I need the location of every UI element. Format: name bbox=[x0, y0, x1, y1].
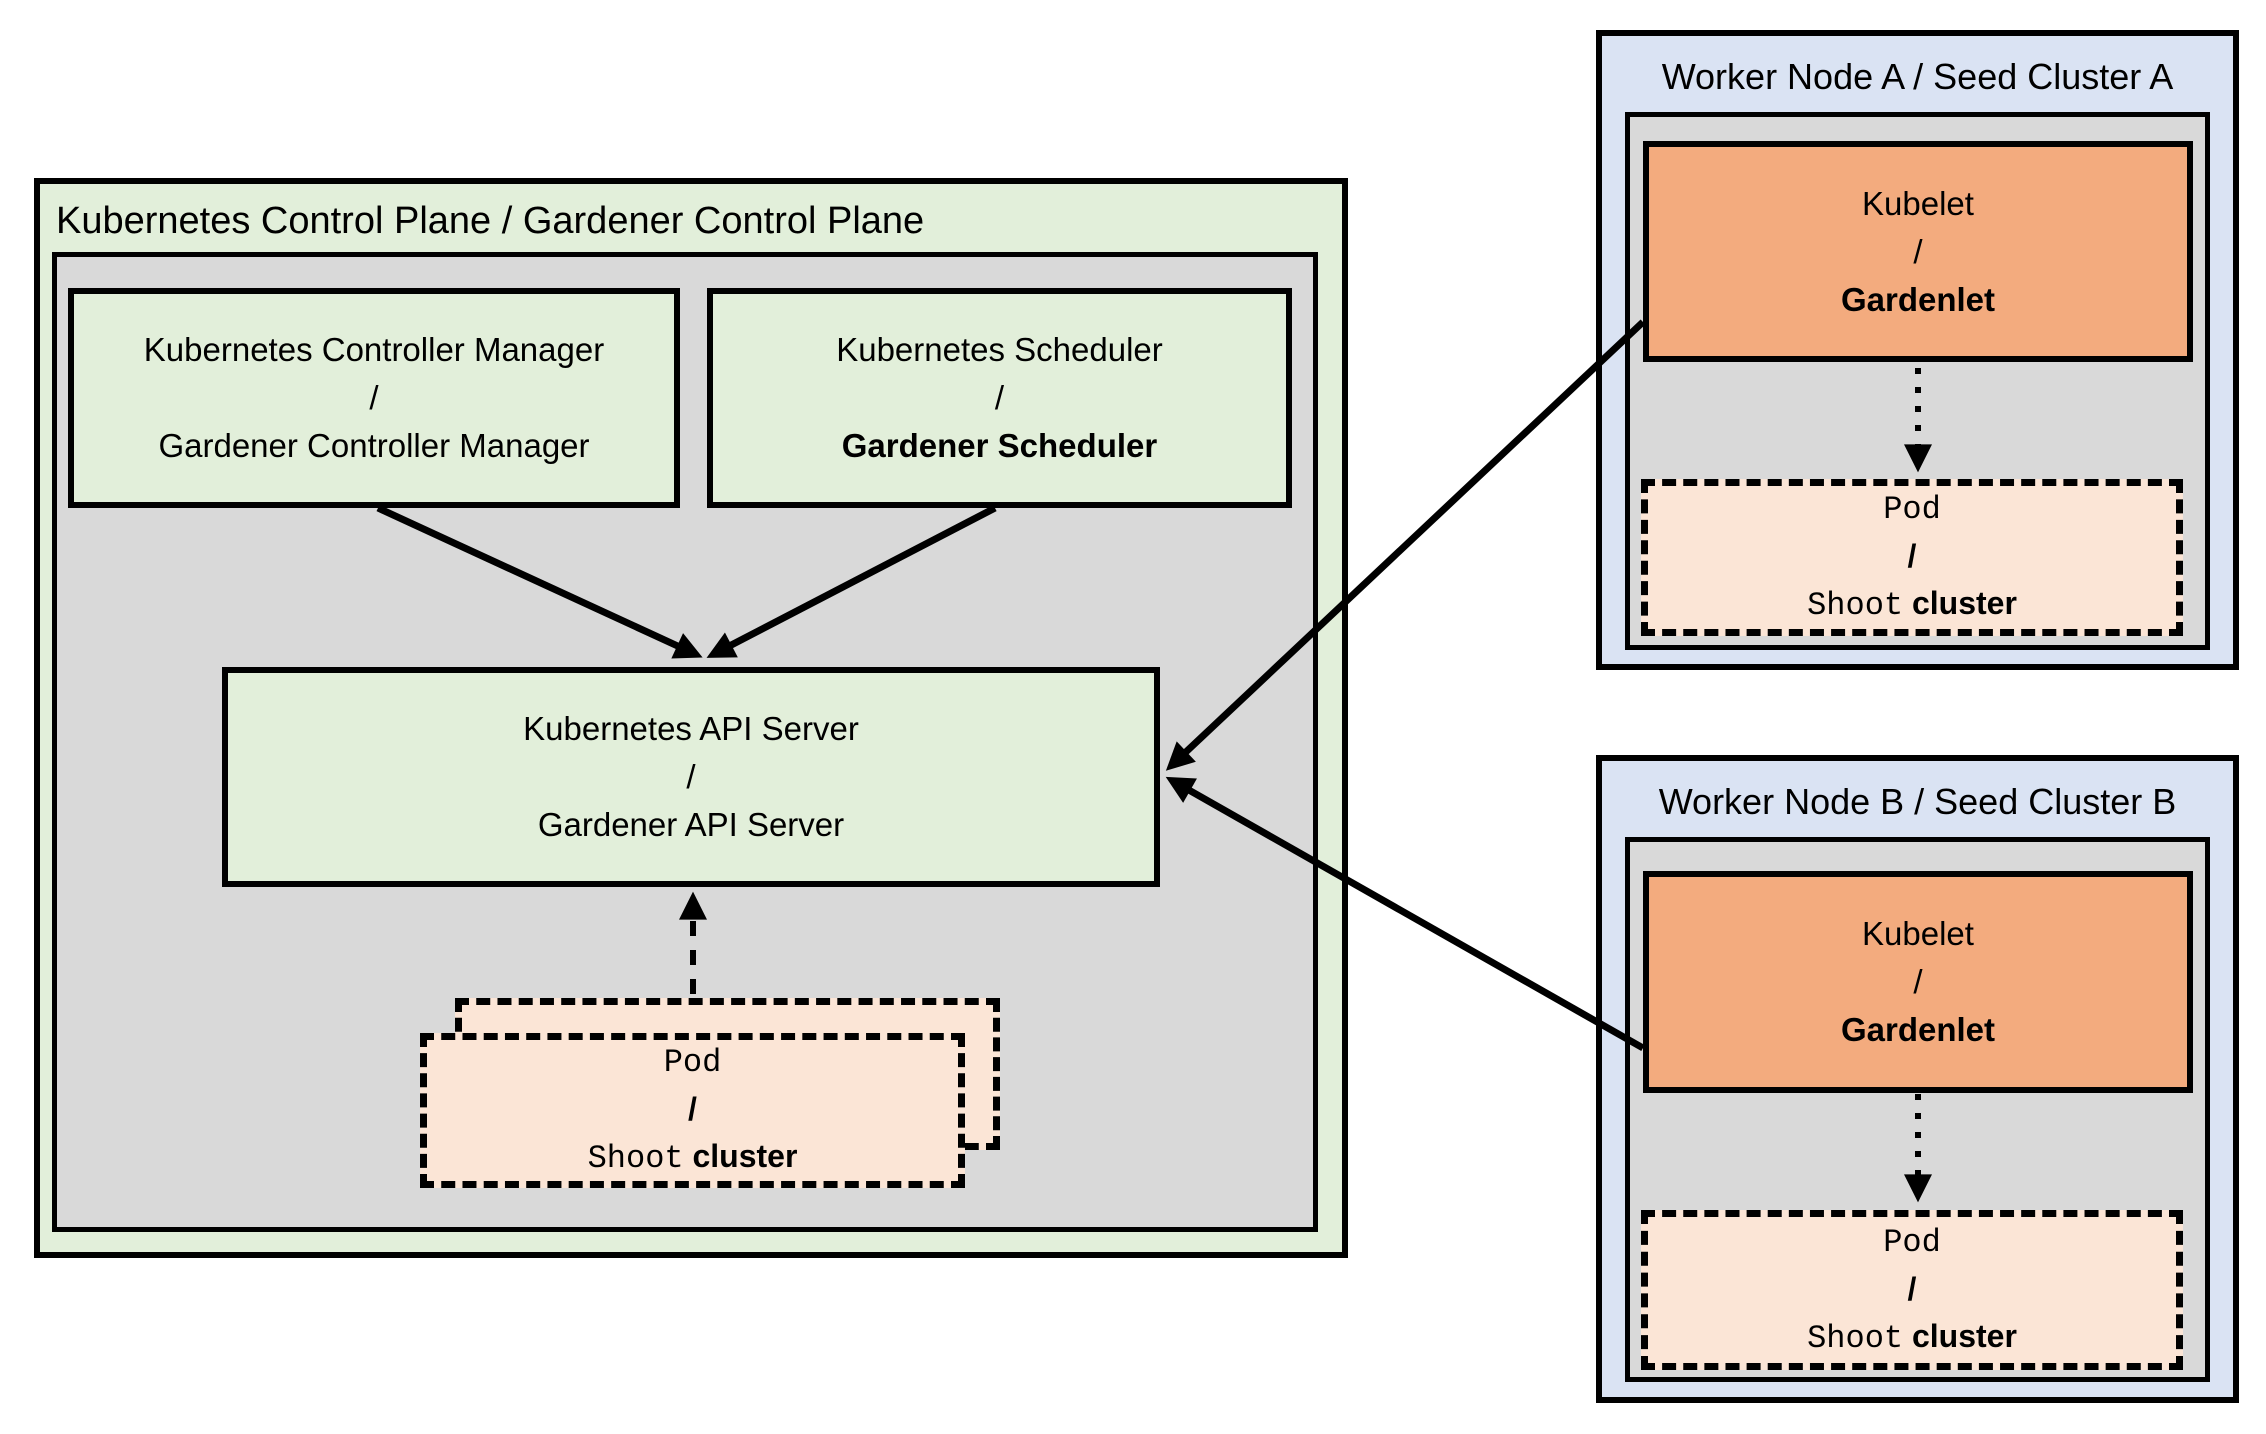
kubelet-b-line1: Kubelet bbox=[1862, 915, 1974, 952]
control-plane-inner-panel: Kubernetes Controller Manager / Gardener… bbox=[52, 252, 1318, 1232]
pod-a-line1: Pod bbox=[1883, 491, 1941, 528]
worker-node-b-title: Worker Node B / Seed Cluster B bbox=[1658, 781, 2177, 822]
kubelet-box-a: Kubelet / Gardenlet bbox=[1643, 141, 2193, 362]
worker-node-a-title: Worker Node A / Seed Cluster A bbox=[1661, 56, 2174, 97]
pod-line2: Shoot cluster bbox=[588, 1133, 798, 1182]
controller-manager-line1: Kubernetes Controller Manager bbox=[143, 331, 605, 368]
control-plane-title: Kubernetes Control Plane / Gardener Cont… bbox=[56, 200, 925, 242]
worker-node-a-inner-panel: Kubelet / Gardenlet Pod / Shoot cluster bbox=[1625, 112, 2210, 650]
api-server-box: Kubernetes API Server / Gardener API Ser… bbox=[222, 667, 1160, 887]
scheduler-line2: Gardener Scheduler bbox=[841, 427, 1158, 464]
pod-b-line2-cluster: cluster bbox=[1911, 1317, 2017, 1354]
pod-b-line1: Pod bbox=[1883, 1223, 1941, 1261]
pod-b-line2-shoot: Shoot bbox=[1807, 1319, 1904, 1357]
kubelet-a-separator: / bbox=[1913, 232, 1923, 270]
kubelet-b-line2: Gardenlet bbox=[1840, 1011, 1996, 1048]
kubelet-a-line1: Kubelet bbox=[1862, 184, 1974, 222]
worker-node-b-box: Worker Node B / Seed Cluster B Kubelet /… bbox=[1596, 755, 2239, 1403]
pod-line1: Pod bbox=[663, 1044, 722, 1081]
pod-a-line2-shoot: Shoot bbox=[1807, 587, 1904, 624]
control-plane-box: Kubernetes Control Plane / Gardener Cont… bbox=[34, 178, 1348, 1258]
pod-separator: / bbox=[688, 1091, 697, 1127]
api-server-line1: Kubernetes API Server bbox=[523, 710, 859, 747]
pod-box-b: Pod / Shoot cluster bbox=[1641, 1210, 2183, 1370]
kubelet-b-separator: / bbox=[1913, 963, 1923, 1000]
pod-box-a: Pod / Shoot cluster bbox=[1641, 479, 2183, 636]
pod-a-separator: / bbox=[1907, 538, 1917, 574]
pod-box-front: Pod / Shoot cluster bbox=[420, 1033, 965, 1188]
api-server-separator: / bbox=[686, 758, 696, 795]
worker-node-a-box: Worker Node A / Seed Cluster A Kubelet /… bbox=[1596, 30, 2239, 670]
controller-manager-line2: Gardener Controller Manager bbox=[158, 427, 590, 464]
kubelet-box-b: Kubelet / Gardenlet bbox=[1643, 871, 2193, 1093]
pod-b-line2: Shoot cluster bbox=[1807, 1313, 2017, 1362]
pod-a-line2: Shoot cluster bbox=[1807, 580, 2017, 629]
pod-b-separator: / bbox=[1907, 1270, 1917, 1307]
pod-line2-cluster: cluster bbox=[692, 1138, 798, 1174]
scheduler-separator: / bbox=[994, 379, 1005, 416]
controller-manager-separator: / bbox=[369, 379, 379, 416]
worker-node-b-inner-panel: Kubelet / Gardenlet Pod / Shoot cluster bbox=[1625, 837, 2210, 1382]
controller-manager-box: Kubernetes Controller Manager / Gardener… bbox=[68, 288, 680, 508]
api-server-line2: Gardener API Server bbox=[537, 806, 845, 843]
pod-line2-shoot: Shoot bbox=[587, 1140, 684, 1177]
scheduler-line1: Kubernetes Scheduler bbox=[836, 331, 1163, 368]
scheduler-box: Kubernetes Scheduler / Gardener Schedule… bbox=[707, 288, 1292, 508]
kubelet-a-line2: Gardenlet bbox=[1840, 280, 1996, 318]
pod-a-line2-cluster: cluster bbox=[1911, 585, 2017, 621]
